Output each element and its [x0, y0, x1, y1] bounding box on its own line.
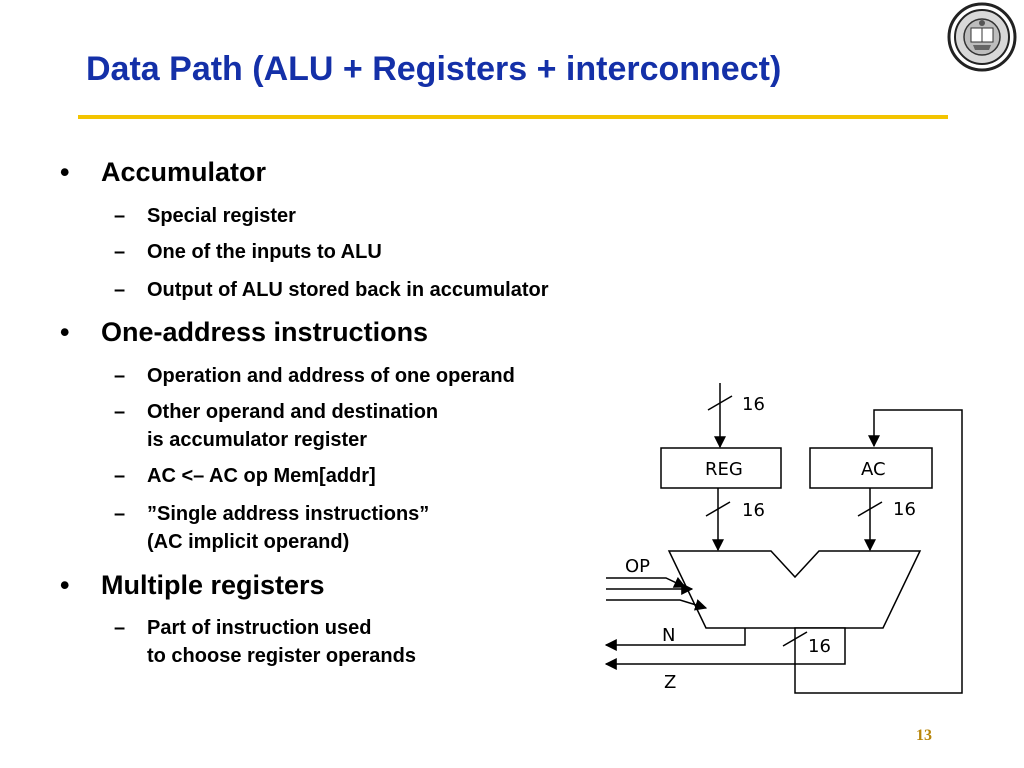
sub-bullet-dash: –	[114, 465, 126, 487]
university-seal-icon	[947, 2, 1017, 72]
bus-width-slash	[707, 395, 733, 411]
ac-box	[809, 447, 933, 489]
sub-bullet-dash: –	[114, 241, 126, 263]
sub-bullet-dash: –	[114, 617, 126, 639]
bullet-text: Multiple registers	[101, 570, 325, 600]
slide-title: Data Path (ALU + Registers + interconnec…	[86, 50, 782, 88]
sub-bullet-text: to choose register operands	[147, 645, 416, 667]
bus-width-slash	[705, 501, 731, 517]
sub-bullet-text: ”Single address instructions”	[147, 503, 430, 525]
sub-bullet-text: is accumulator register	[147, 429, 368, 451]
n-flag-wire	[604, 628, 746, 651]
bullet-dot: •	[60, 157, 70, 187]
reg-box	[660, 447, 782, 489]
sub-bullet-dash: –	[114, 279, 126, 301]
ac-label: AC	[861, 459, 886, 480]
page-number: 13	[916, 727, 932, 744]
bus-width-slash	[782, 631, 808, 647]
sub-bullet-text: Operation and address of one operand	[147, 365, 515, 387]
z-flag-label: Z	[664, 672, 676, 693]
sub-bullet-text: One of the inputs to ALU	[147, 241, 382, 263]
sub-bullet-dash: –	[114, 365, 126, 387]
bus-width-slash	[857, 501, 883, 517]
sub-bullet-text: Other operand and destination	[147, 401, 439, 423]
op-input-wire	[606, 599, 708, 611]
bus-width-label: 16	[893, 499, 916, 520]
feedback-loop-wire	[794, 409, 963, 694]
title-underline	[78, 115, 948, 119]
sub-bullet-dash: –	[114, 205, 126, 227]
bullet-text: Accumulator	[101, 157, 267, 187]
bullet-text: One-address instructions	[101, 317, 429, 347]
op-label: OP	[625, 556, 650, 577]
sub-bullet-text: Part of instruction used	[147, 617, 372, 639]
sub-bullet-text: AC <– AC op Mem[addr]	[147, 465, 376, 487]
bus-width-label: 16	[742, 500, 765, 521]
reg-label: REG	[705, 459, 743, 480]
sub-bullet-text: Special register	[147, 205, 296, 227]
bus-width-label: 16	[808, 636, 831, 657]
bullet-dot: •	[60, 317, 70, 347]
sub-bullet-text: (AC implicit operand)	[147, 531, 350, 553]
bullet-dot: •	[60, 570, 70, 600]
op-input-wire	[606, 576, 687, 588]
sub-bullet-text: Output of ALU stored back in accumulator	[147, 279, 549, 301]
bus-width-label: 16	[742, 394, 765, 415]
alu-output-box	[794, 627, 846, 665]
alu-shape	[667, 550, 922, 629]
n-flag-label: N	[662, 625, 675, 646]
sub-bullet-dash: –	[114, 503, 126, 525]
sub-bullet-dash: –	[114, 401, 126, 423]
